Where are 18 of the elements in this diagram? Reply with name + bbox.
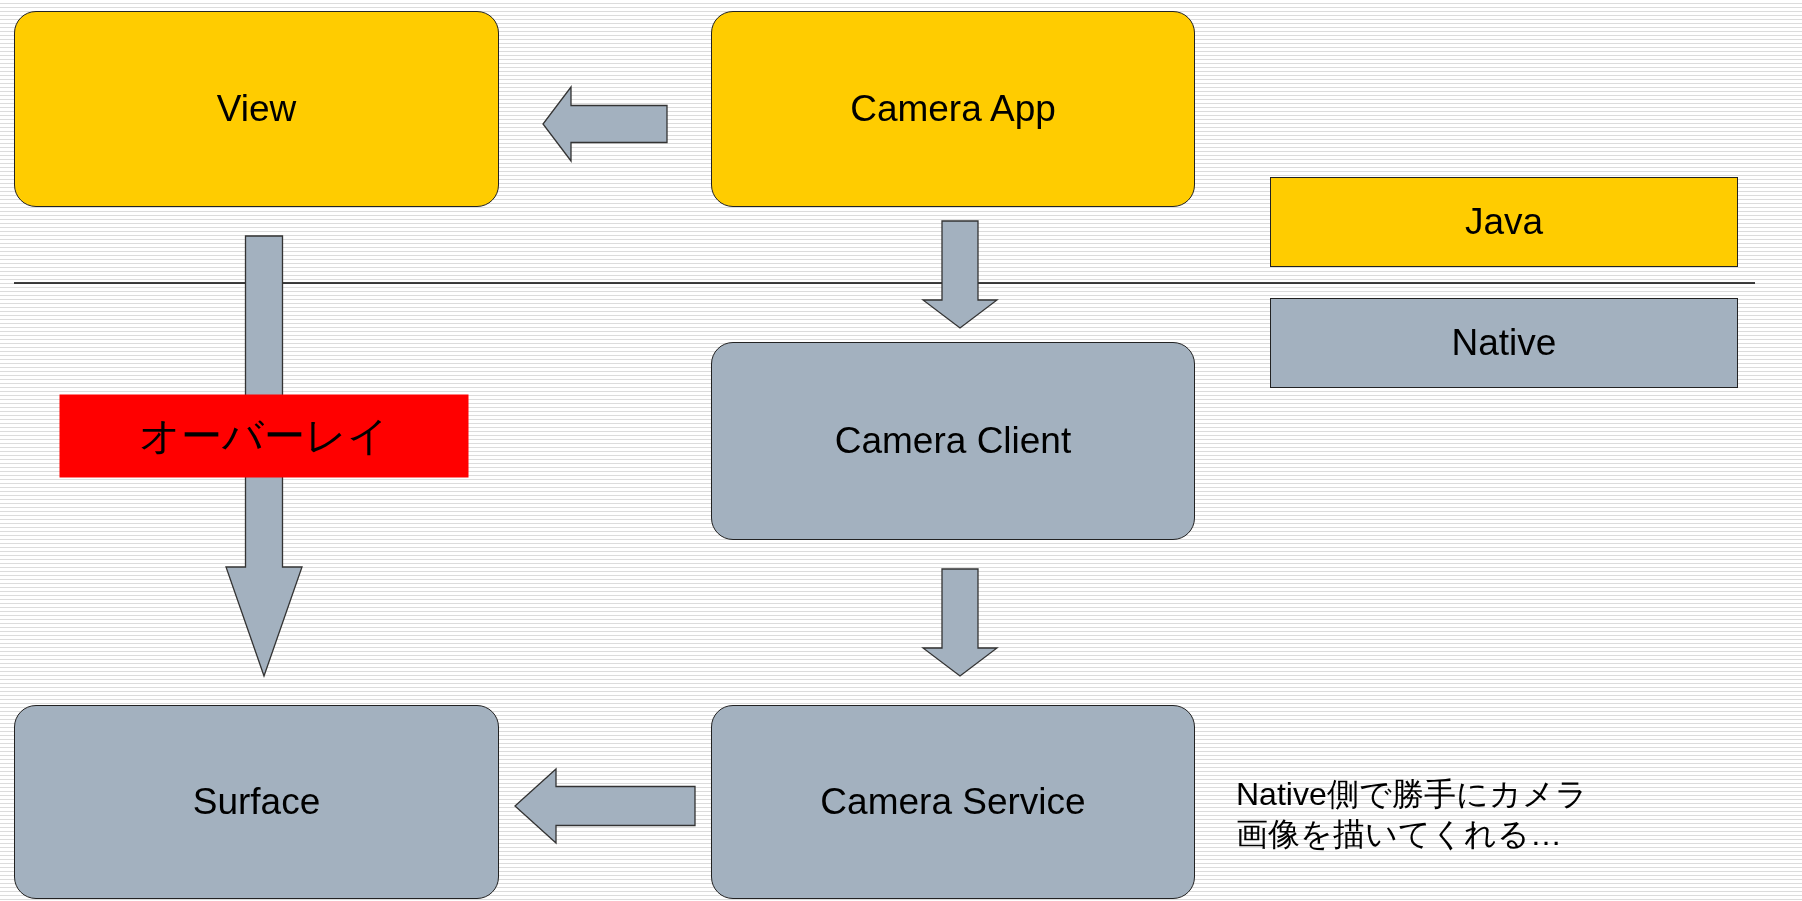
block-arrow [921,220,999,329]
note-text: Native側で勝手にカメラ画像を描いてくれる… [1236,775,1589,854]
process-box [711,705,1195,899]
process-box [711,11,1195,207]
process-box [14,705,499,899]
edge-label: オーバーレイ [59,394,469,478]
block-arrow [514,767,696,845]
block-arrow [921,568,999,677]
process-box [711,342,1195,540]
box-label: Camera App [850,87,1056,132]
box-label: Camera Service [820,780,1086,825]
block-arrow [542,85,668,163]
legend-label: Java [1464,200,1544,245]
legend-label: Native [1451,321,1557,366]
box-label: Surface [192,780,321,825]
box-label: Camera Client [834,419,1072,464]
box-label: View [216,87,297,132]
process-box [14,11,499,207]
